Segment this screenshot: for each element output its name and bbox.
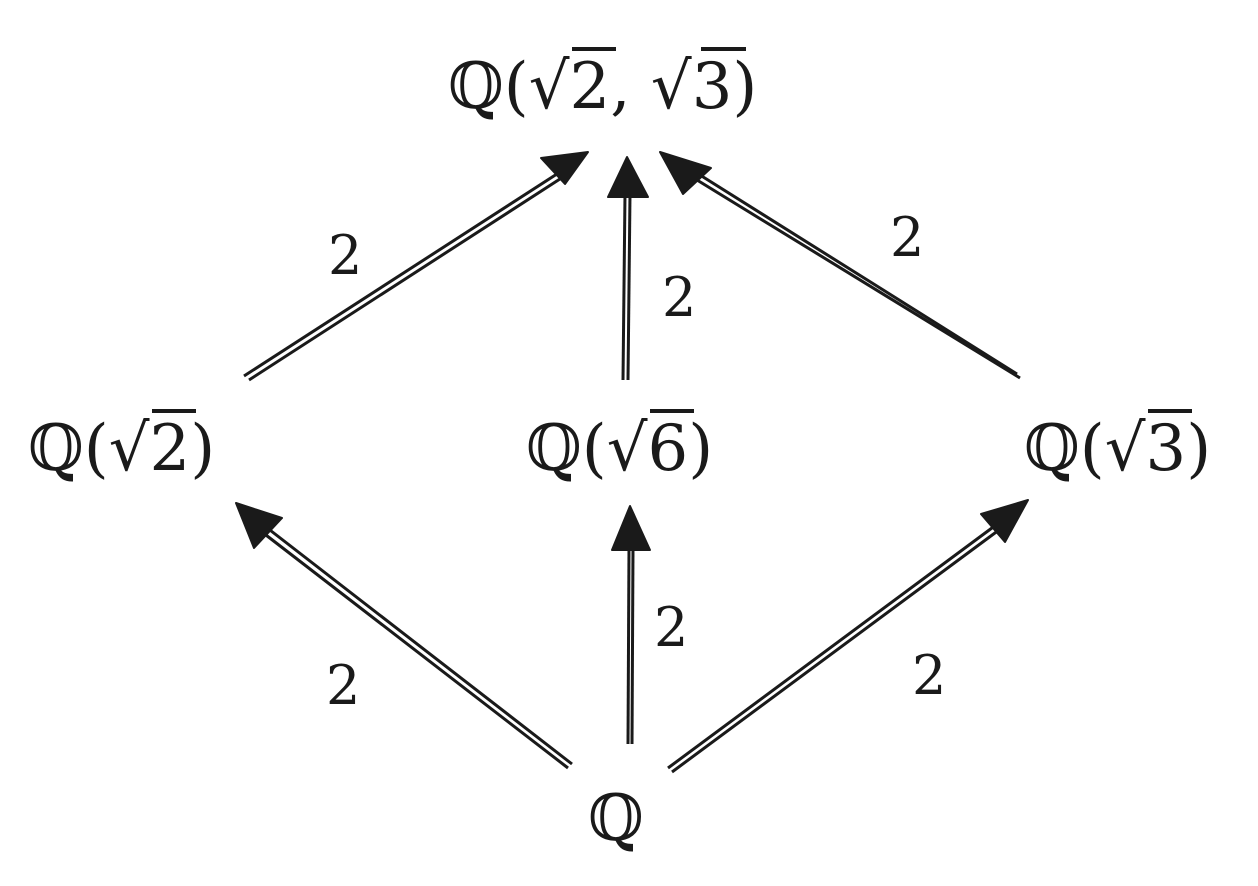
- edge-bottom-to-middle: [611, 505, 651, 745]
- edge-left-to-top: [243, 151, 589, 382]
- node-right: ℚ(√3): [1024, 409, 1211, 486]
- edge-right-to-top-degree: 2: [890, 206, 924, 269]
- edge-bottom-to-left-arrowhead: [235, 502, 283, 549]
- edge-bottom-to-right-degree: 2: [912, 644, 946, 707]
- edge-right-to-top-arrowhead: [659, 151, 712, 195]
- edge-bottom-to-middle-line-2: [630, 547, 635, 745]
- edge-bottom-to-left-line-2: [265, 525, 573, 766]
- node-middle-label: ℚ(√6): [526, 412, 713, 486]
- edge-bottom-to-right: [667, 499, 1029, 774]
- edge-bottom-to-right-line: [667, 520, 1001, 770]
- edge-bottom-to-middle-degree: 2: [654, 596, 688, 659]
- edge-middle-to-top-arrowhead: [607, 156, 649, 198]
- edge-right-to-top-line-2: [696, 178, 1021, 380]
- edge-right-to-top-line: [699, 173, 1018, 376]
- node-bottom: ℚ: [588, 782, 644, 856]
- edge-middle-to-top: [607, 156, 649, 381]
- node-middle: ℚ(√6): [526, 409, 713, 486]
- edge-bottom-to-right-line-2: [671, 525, 1004, 774]
- edge-left-to-top-line-2: [248, 175, 564, 382]
- edge-middle-to-top-degree: 2: [662, 266, 696, 329]
- node-top-label: ℚ(√2, √3): [448, 50, 757, 124]
- edge-bottom-to-left: [235, 502, 573, 770]
- edge-left-to-top-arrowhead: [540, 151, 589, 185]
- edge-left-to-top-degree: 2: [328, 224, 362, 287]
- edge-bottom-to-middle-line: [626, 547, 631, 745]
- edge-bottom-to-left-line: [261, 530, 569, 770]
- edge-right-to-top: [659, 151, 1021, 380]
- edge-bottom-to-left-degree: 2: [326, 654, 360, 717]
- edge-middle-to-top-line: [621, 193, 627, 381]
- edge-middle-to-top-line-2: [626, 193, 632, 381]
- node-bottom-label: ℚ: [588, 782, 644, 856]
- node-left: ℚ(√2): [28, 409, 215, 486]
- node-left-label: ℚ(√2): [28, 412, 215, 486]
- node-top: ℚ(√2, √3): [448, 47, 757, 124]
- edge-bottom-to-right-arrowhead: [980, 499, 1029, 543]
- edge-bottom-to-middle-arrowhead: [611, 505, 651, 551]
- node-right-label: ℚ(√3): [1024, 412, 1211, 486]
- edge-left-to-top-line: [243, 170, 561, 378]
